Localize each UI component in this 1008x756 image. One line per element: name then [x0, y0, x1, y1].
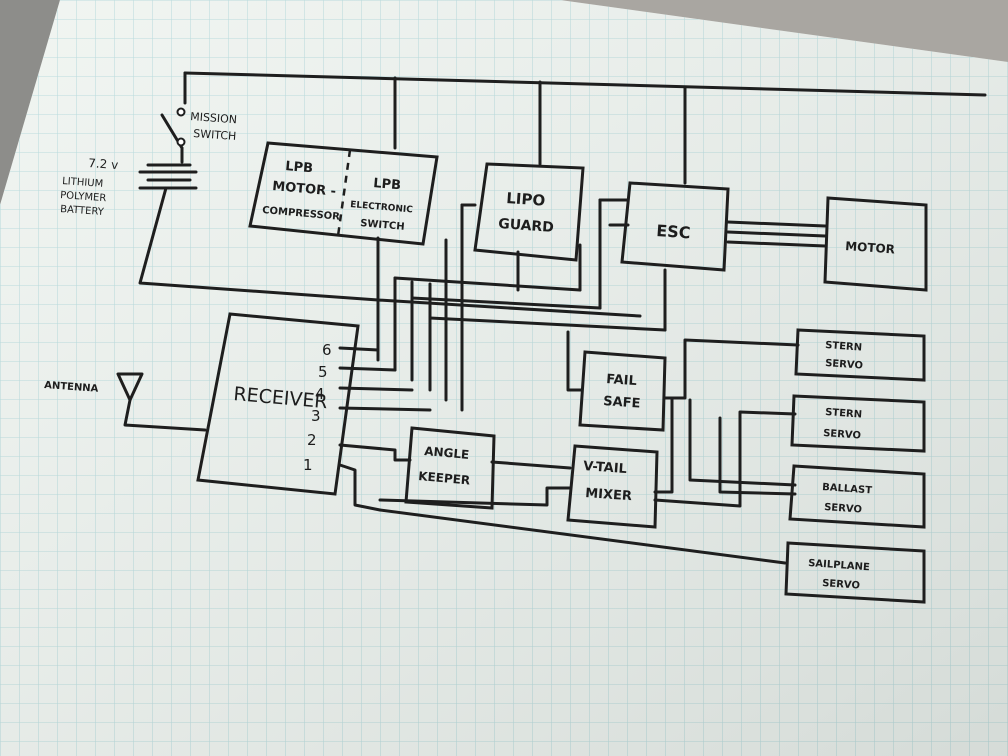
svg-text:SERVO: SERVO: [825, 358, 863, 372]
svg-text:BATTERY: BATTERY: [60, 204, 105, 218]
lpb-box: [248, 141, 439, 246]
antenna-label: ANTENNA: [44, 380, 99, 395]
svg-text:SAFE: SAFE: [603, 394, 641, 412]
esc-label: ESC: [656, 221, 691, 242]
svg-text:FAIL: FAIL: [606, 372, 638, 389]
lpb-motor-label: LPB MOTOR - COMPRESSOR: [262, 159, 341, 223]
svg-text:V-TAIL: V-TAIL: [583, 459, 628, 477]
svg-text:MISSION: MISSION: [190, 110, 238, 126]
angle-keeper-box: [404, 426, 496, 510]
esc-box: [620, 181, 730, 272]
angle-keeper-label: ANGLE KEEPER: [418, 444, 471, 487]
fail-safe-label: FAIL SAFE: [603, 372, 641, 412]
svg-text:SERVO: SERVO: [823, 428, 861, 442]
svg-text:BALLAST: BALLAST: [822, 482, 873, 496]
stern-servo-2-label: STERN SERVO: [823, 407, 863, 442]
channel-2-label: 2: [307, 431, 317, 449]
vtail-mixer-box: [566, 444, 659, 529]
switch-pivot-icon: [176, 137, 186, 147]
receiver-box: [196, 312, 360, 496]
lipo-guard-label: LIPO GUARD: [498, 189, 555, 236]
svg-text:POLYMER: POLYMER: [60, 190, 107, 204]
svg-text:STERN: STERN: [825, 407, 863, 421]
sailplane-servo-label: SAILPLANE SERVO: [808, 558, 870, 592]
svg-text:LPB: LPB: [285, 159, 314, 176]
svg-text:ANGLE: ANGLE: [424, 444, 470, 462]
svg-text:LITHIUM: LITHIUM: [62, 176, 104, 190]
mission-switch-label: MISSION SWITCH: [190, 110, 238, 143]
svg-text:SWITCH: SWITCH: [193, 127, 237, 143]
stern-servo-2-box: [790, 394, 926, 453]
motor-box: [823, 196, 928, 292]
ballast-servo-box: [788, 464, 926, 529]
wiring: [116, 71, 987, 565]
vtail-mixer-label: V-TAIL MIXER: [583, 459, 633, 504]
channel-5-label: 5: [318, 363, 328, 381]
svg-text:SAILPLANE: SAILPLANE: [808, 558, 870, 573]
svg-text:LIPO: LIPO: [506, 189, 546, 210]
channel-4-label: 4: [315, 385, 325, 403]
sailplane-servo-box: [784, 541, 926, 604]
svg-text:MIXER: MIXER: [585, 486, 633, 504]
motor-label: MOTOR: [845, 239, 896, 256]
channel-1-label: 1: [303, 456, 313, 474]
stern-servo-1-box: [794, 328, 926, 382]
ballast-servo-label: BALLAST SERVO: [822, 482, 873, 516]
channel-6-label: 6: [322, 341, 332, 359]
channel-3-label: 3: [311, 407, 321, 425]
svg-text:MOTOR -: MOTOR -: [272, 179, 337, 200]
switch-contact-icon: [176, 107, 186, 117]
svg-text:KEEPER: KEEPER: [418, 469, 471, 487]
stern-servo-1-label: STERN SERVO: [825, 340, 863, 372]
svg-text:SERVO: SERVO: [822, 578, 860, 592]
svg-text:SWITCH: SWITCH: [360, 218, 405, 233]
svg-text:LPB: LPB: [373, 176, 402, 193]
battery-label: 7.2 v LITHIUM POLYMER BATTERY: [60, 156, 119, 218]
lipo-guard-box: [473, 162, 585, 262]
svg-text:STERN: STERN: [825, 340, 863, 354]
channel-numbers: 6 5 4 3 2 1: [303, 341, 332, 474]
svg-text:SERVO: SERVO: [824, 502, 862, 516]
svg-text:7.2 v: 7.2 v: [88, 156, 119, 172]
fail-safe-box: [578, 350, 667, 432]
svg-text:GUARD: GUARD: [498, 216, 555, 236]
